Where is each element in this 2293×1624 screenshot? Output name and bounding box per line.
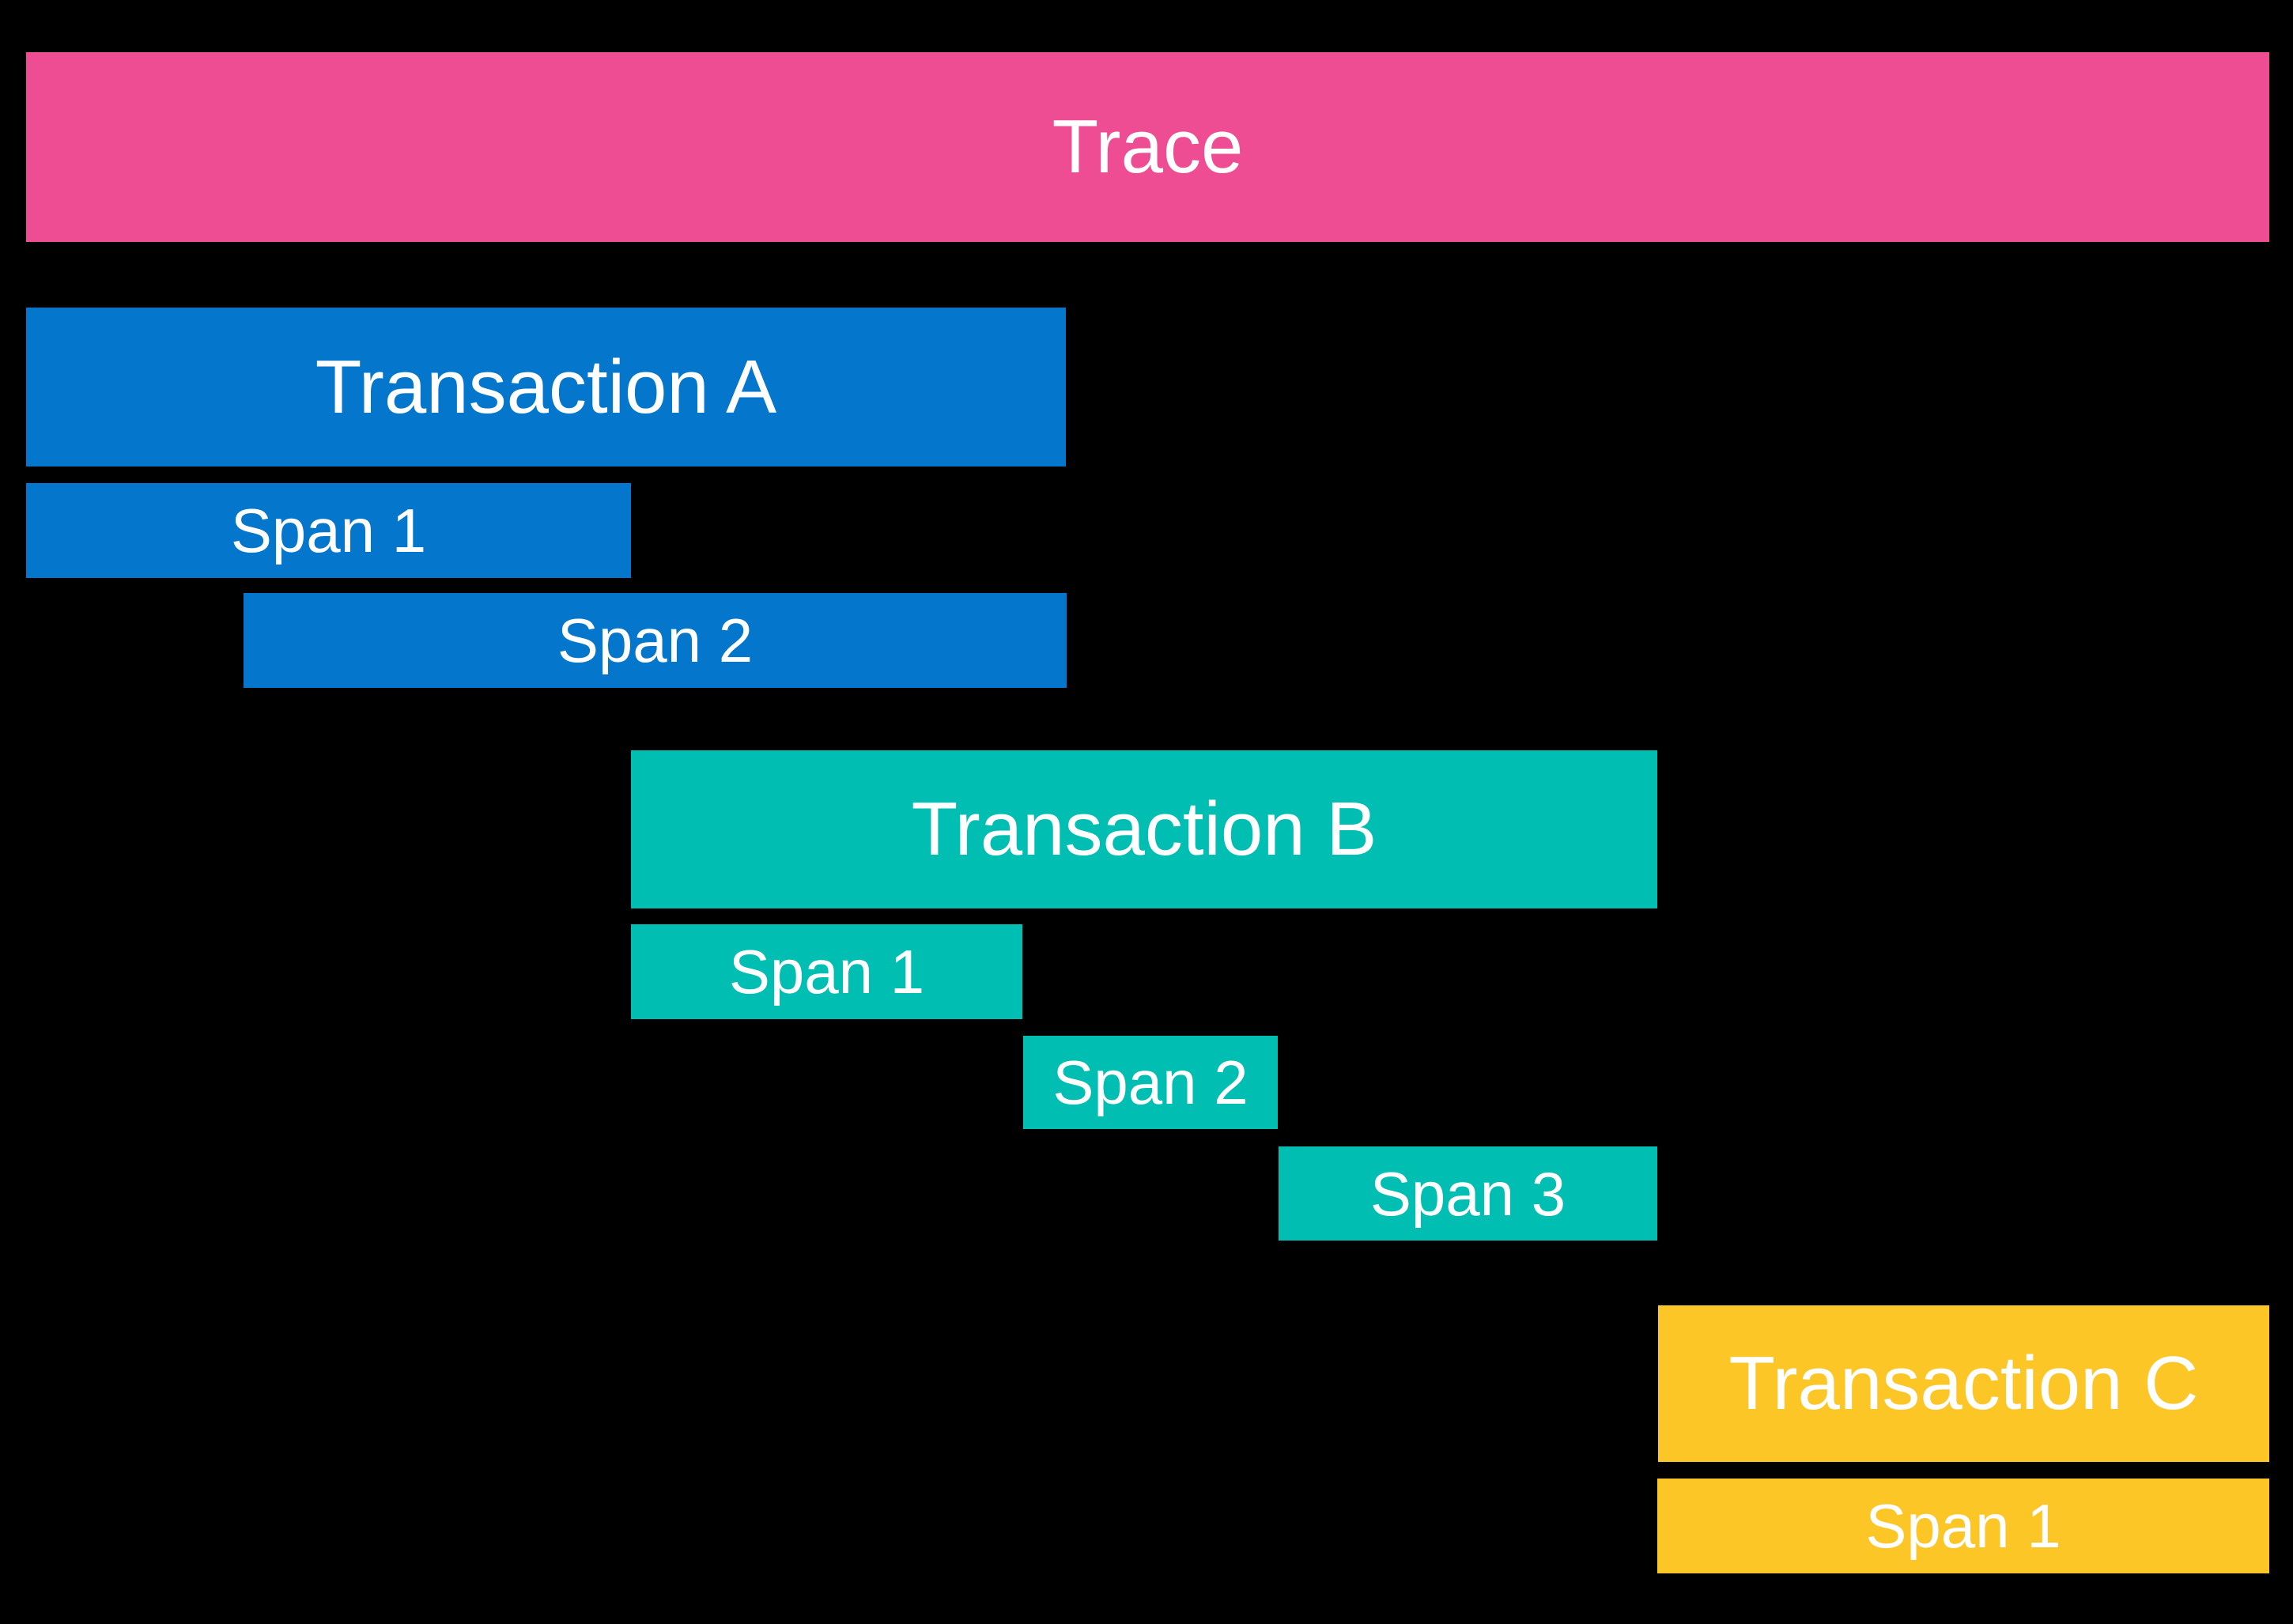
transaction-a-span-2-bar: Span 2 [244, 593, 1067, 688]
transaction-b-span-1-label: Span 1 [728, 937, 925, 1007]
transaction-a-span-1-bar: Span 1 [26, 483, 631, 578]
transaction-b-span-3-label: Span 3 [1369, 1158, 1566, 1229]
transaction-b-bar: Transaction B [631, 750, 1657, 908]
transaction-b-span-1-bar: Span 1 [631, 924, 1022, 1019]
trace-label: Trace [1052, 104, 1244, 189]
transaction-c-bar: Transaction C [1658, 1305, 2269, 1462]
transaction-a-span-1-label: Span 1 [230, 496, 427, 565]
transaction-b-span-2-bar: Span 2 [1023, 1036, 1278, 1129]
transaction-a-bar: Transaction A [26, 308, 1066, 466]
transaction-b-label: Transaction B [911, 787, 1377, 871]
transaction-c-span-1-bar: Span 1 [1657, 1479, 2269, 1573]
transaction-a-span-2-label: Span 2 [557, 606, 754, 675]
transaction-c-span-1-label: Span 1 [1865, 1491, 2061, 1561]
transaction-b-span-2-label: Span 2 [1052, 1048, 1248, 1117]
transaction-c-label: Transaction C [1728, 1341, 2199, 1426]
transaction-b-span-3-bar: Span 3 [1279, 1146, 1657, 1241]
trace-bar: Trace [26, 52, 2269, 242]
transaction-a-label: Transaction A [315, 344, 777, 429]
